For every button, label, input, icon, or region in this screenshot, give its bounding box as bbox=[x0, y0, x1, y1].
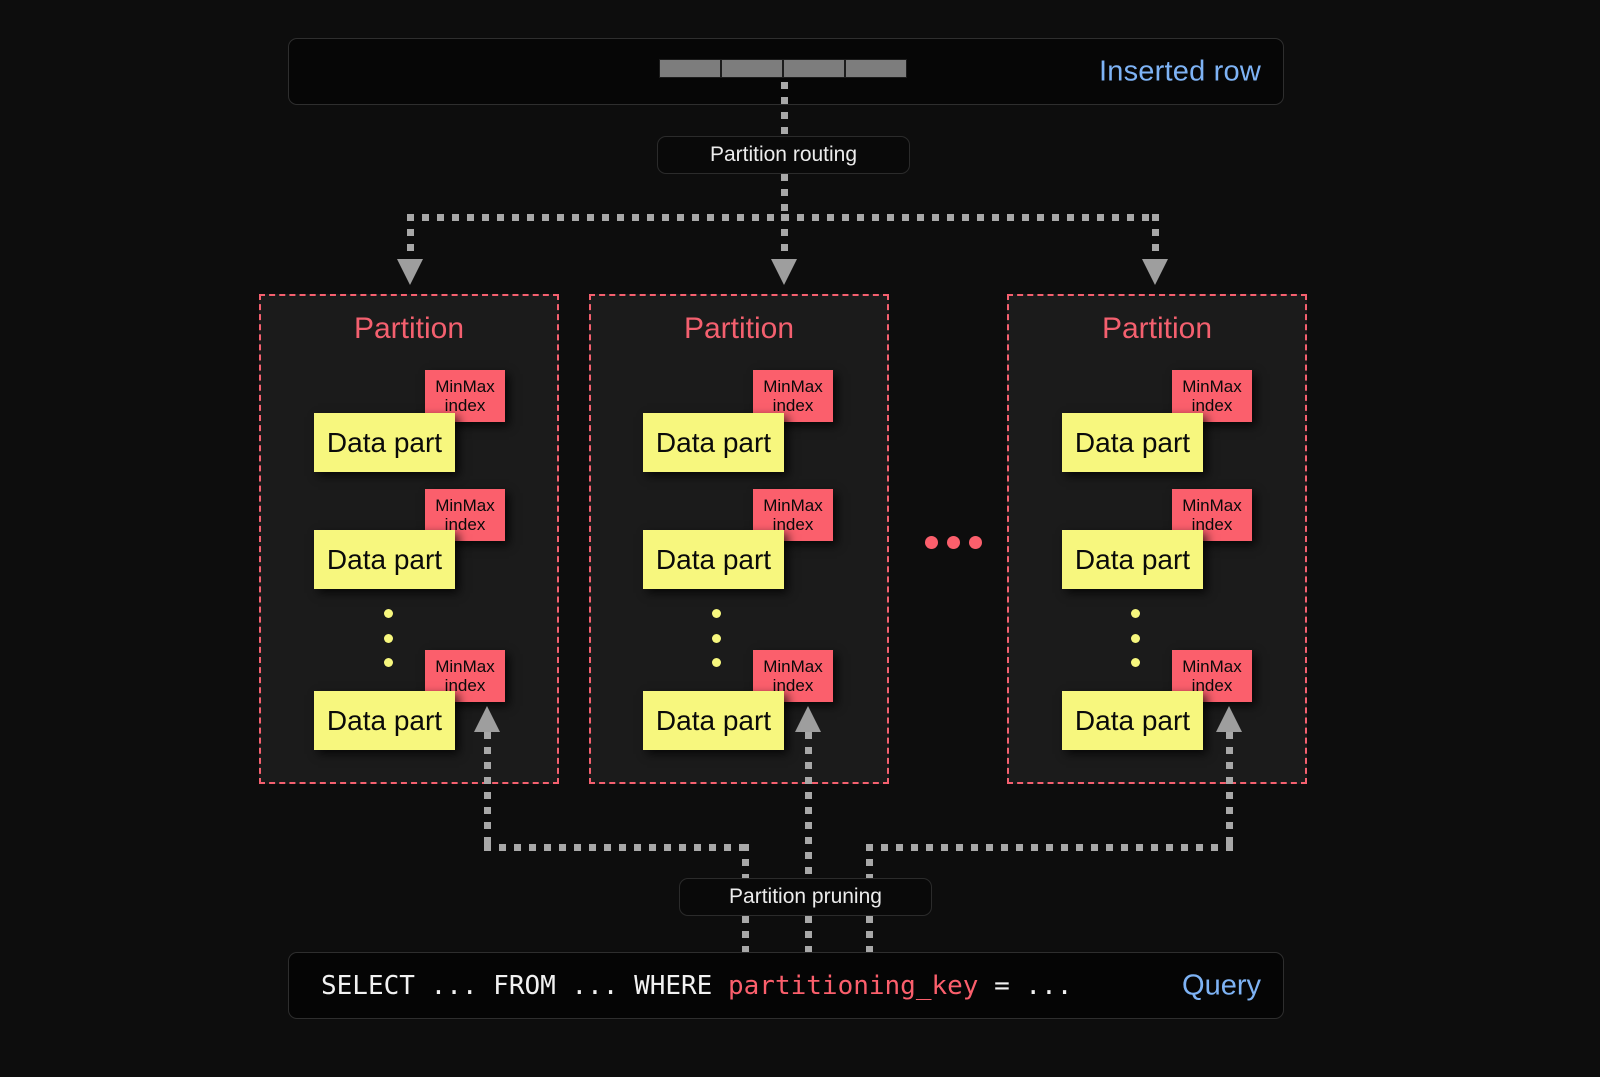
data-part-box: Data part bbox=[314, 530, 455, 589]
partition-routing-label: Partition routing bbox=[709, 143, 858, 166]
query-sql-suffix: = ... bbox=[978, 970, 1073, 1001]
arrow-up-partition-3 bbox=[1216, 706, 1242, 732]
query-bar: SELECT ... FROM ... WHERE partitioning_k… bbox=[288, 952, 1284, 1019]
row-cell bbox=[845, 59, 907, 78]
ellipsis-dot bbox=[384, 634, 393, 643]
minmax-line-1: MinMax bbox=[435, 376, 495, 396]
partition-routing-box[interactable]: Partition routing bbox=[657, 136, 910, 174]
query-label: Query bbox=[1182, 969, 1261, 1001]
data-part-label: Data part bbox=[655, 704, 772, 736]
partition-ellipsis-dot bbox=[969, 536, 982, 549]
minmax-line-2: index bbox=[1191, 515, 1233, 534]
data-part-box: Data part bbox=[643, 691, 784, 750]
data-part-box: Data part bbox=[1062, 691, 1203, 750]
connector-partition-3-up bbox=[1226, 732, 1233, 848]
arrow-down-partition-1 bbox=[397, 259, 423, 285]
partition-title: Partition bbox=[683, 312, 795, 345]
minmax-line-2: index bbox=[772, 396, 814, 415]
ellipsis-dot bbox=[712, 658, 721, 667]
ellipsis-dot bbox=[712, 609, 721, 618]
partition-ellipsis-dot bbox=[925, 536, 938, 549]
minmax-line-1: MinMax bbox=[1182, 656, 1242, 676]
minmax-index-box: MinMax index bbox=[425, 650, 505, 702]
ellipsis-dot bbox=[384, 658, 393, 667]
row-cell bbox=[721, 59, 783, 78]
minmax-line-2: index bbox=[444, 396, 486, 415]
row-cell bbox=[783, 59, 845, 78]
connector-partition-1-up bbox=[484, 732, 491, 848]
row-cell bbox=[659, 59, 721, 78]
data-part-label: Data part bbox=[326, 426, 443, 458]
data-part-label: Data part bbox=[1074, 426, 1191, 458]
minmax-line-1: MinMax bbox=[435, 495, 495, 515]
connector-bus-to-partition-3 bbox=[1152, 214, 1159, 261]
connector-routing-to-bus bbox=[781, 174, 788, 218]
partition-pruning-box[interactable]: Partition pruning bbox=[679, 878, 932, 916]
minmax-line-1: MinMax bbox=[763, 376, 823, 396]
minmax-line-2: index bbox=[444, 676, 486, 695]
arrow-up-partition-1 bbox=[474, 706, 500, 732]
connector-pruning-to-query-center bbox=[805, 916, 812, 952]
ellipsis-dot bbox=[1131, 658, 1140, 667]
minmax-index-box: MinMax index bbox=[1172, 650, 1252, 702]
minmax-index-box: MinMax index bbox=[1172, 370, 1252, 422]
arrow-down-partition-3 bbox=[1142, 259, 1168, 285]
connector-insert-to-routing bbox=[781, 82, 788, 136]
ellipsis-dot bbox=[384, 609, 393, 618]
pruning-bus-right bbox=[866, 844, 1233, 851]
data-part-box: Data part bbox=[1062, 413, 1203, 472]
inserted-row-label: Inserted row bbox=[1099, 55, 1261, 87]
pruning-bus-left bbox=[484, 844, 746, 851]
ellipsis-dot bbox=[712, 634, 721, 643]
partition-ellipsis-dot bbox=[947, 536, 960, 549]
minmax-index-box: MinMax index bbox=[425, 370, 505, 422]
connector-pruning-to-query-left bbox=[742, 916, 749, 952]
minmax-index-box: MinMax index bbox=[425, 489, 505, 541]
data-part-box: Data part bbox=[1062, 530, 1203, 589]
data-part-label: Data part bbox=[326, 704, 443, 736]
data-part-box: Data part bbox=[643, 413, 784, 472]
minmax-line-2: index bbox=[772, 676, 814, 695]
minmax-line-2: index bbox=[1191, 396, 1233, 415]
minmax-line-1: MinMax bbox=[435, 656, 495, 676]
partition-title: Partition bbox=[1101, 312, 1213, 345]
minmax-line-1: MinMax bbox=[763, 495, 823, 515]
ellipsis-dot bbox=[1131, 609, 1140, 618]
minmax-line-2: index bbox=[444, 515, 486, 534]
connector-bus-right-to-pruning bbox=[866, 844, 873, 878]
connector-bus-to-partition-1 bbox=[407, 214, 414, 261]
partition-pruning-label: Partition pruning bbox=[729, 885, 882, 908]
data-part-box: Data part bbox=[314, 691, 455, 750]
data-part-label: Data part bbox=[1074, 704, 1191, 736]
data-part-label: Data part bbox=[1074, 543, 1191, 575]
data-part-box: Data part bbox=[643, 530, 784, 589]
connector-bus-left-to-pruning bbox=[742, 844, 749, 878]
minmax-line-2: index bbox=[772, 515, 814, 534]
minmax-line-1: MinMax bbox=[1182, 376, 1242, 396]
minmax-line-1: MinMax bbox=[1182, 495, 1242, 515]
minmax-line-2: index bbox=[1191, 676, 1233, 695]
arrow-down-partition-2 bbox=[771, 259, 797, 285]
data-part-box: Data part bbox=[314, 413, 455, 472]
query-sql-partitioning-key: partitioning_key bbox=[728, 970, 979, 1001]
inserted-row-cells bbox=[659, 59, 907, 78]
data-part-label: Data part bbox=[655, 426, 772, 458]
query-sql-prefix: SELECT ... FROM ... WHERE bbox=[321, 970, 728, 1001]
arrow-up-partition-2 bbox=[795, 706, 821, 732]
minmax-line-1: MinMax bbox=[763, 656, 823, 676]
data-part-label: Data part bbox=[655, 543, 772, 575]
connector-partition-2-up bbox=[805, 732, 812, 878]
data-part-label: Data part bbox=[326, 543, 443, 575]
query-sql-text: SELECT ... FROM ... WHERE partitioning_k… bbox=[321, 971, 1072, 1001]
partition-title: Partition bbox=[353, 312, 465, 345]
connector-pruning-to-query-right bbox=[866, 916, 873, 952]
connector-bus-to-partition-2 bbox=[781, 214, 788, 261]
ellipsis-dot bbox=[1131, 634, 1140, 643]
